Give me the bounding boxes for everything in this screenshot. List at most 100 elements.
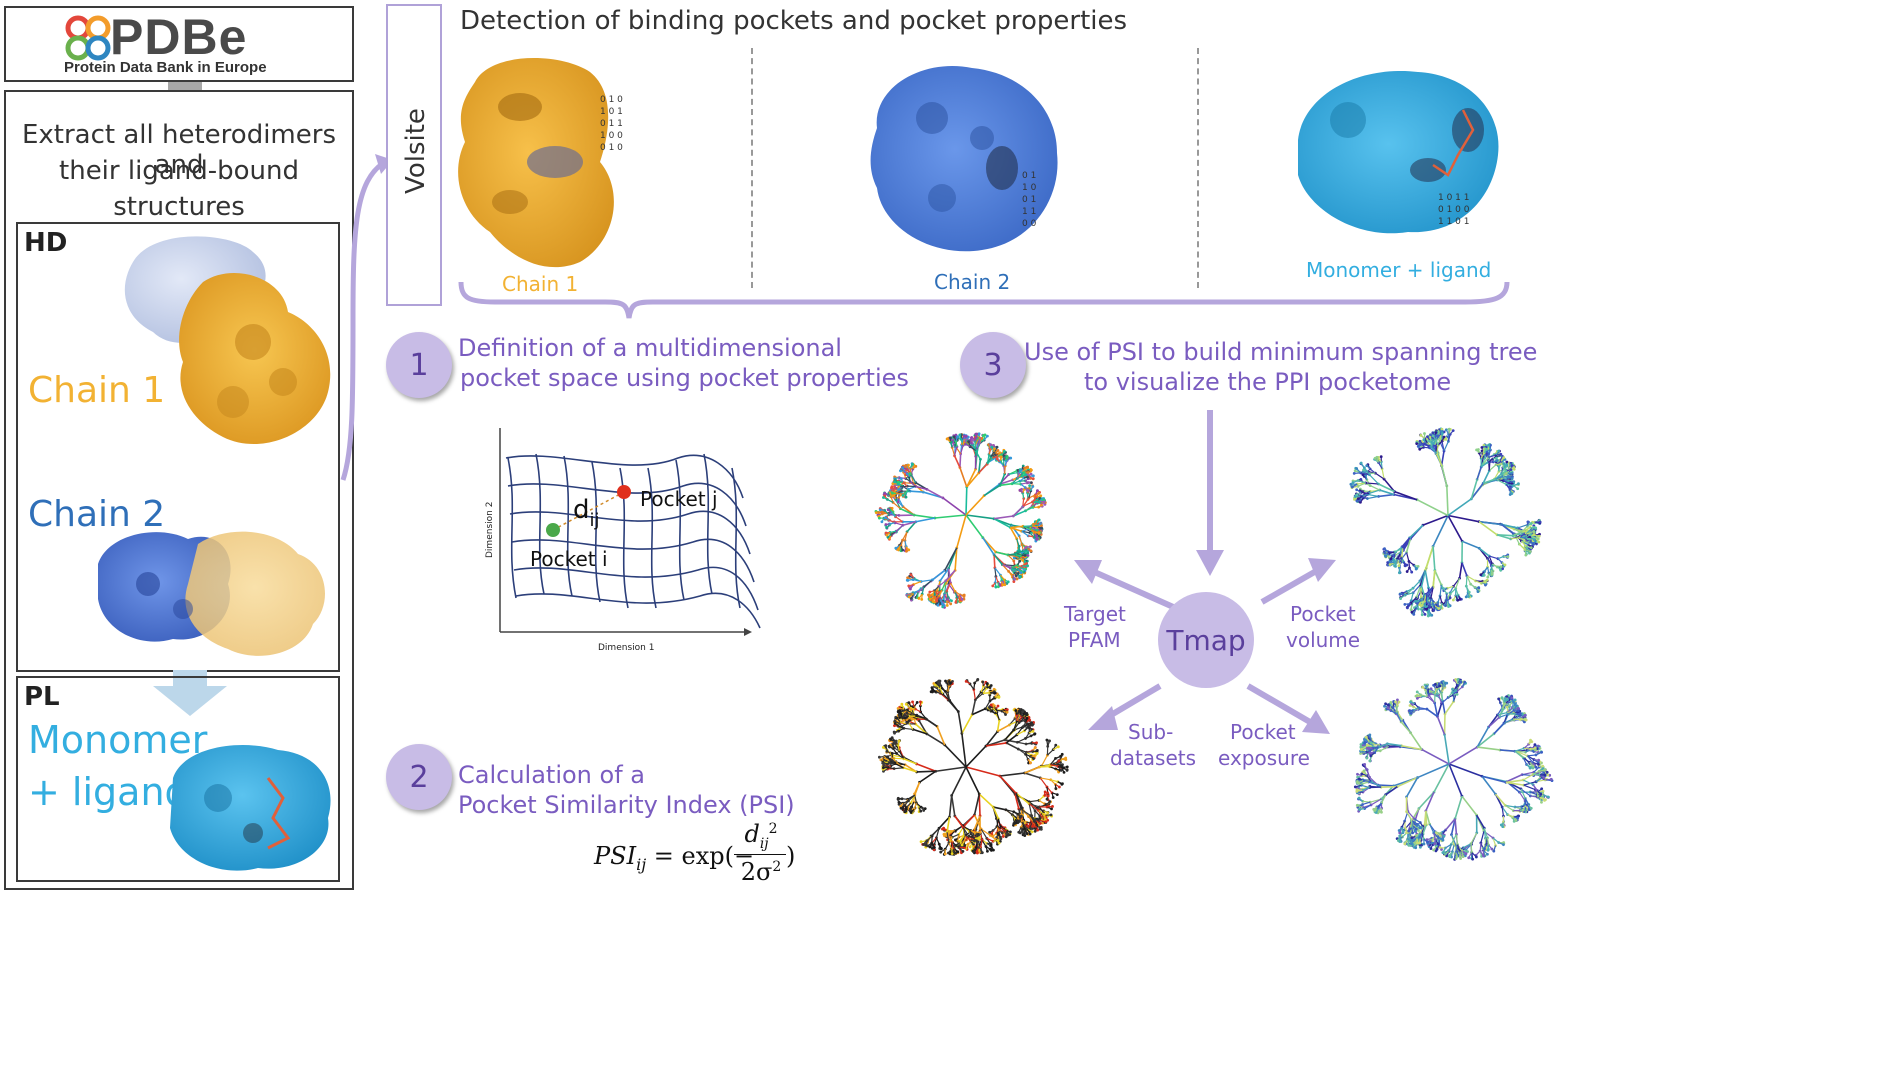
tree-node: [1499, 453, 1502, 456]
tree-branch: [916, 518, 935, 522]
tree-branch: [1442, 451, 1444, 466]
tree-node: [902, 494, 905, 497]
tree-node: [951, 852, 954, 855]
tree-node: [946, 438, 949, 441]
tree-node: [1432, 435, 1435, 438]
tree-node: [1467, 595, 1470, 598]
tree-node: [882, 746, 885, 749]
monomer-ligand-protein-image: [158, 738, 338, 878]
tree-node: [1415, 568, 1418, 571]
tree-node: [1000, 456, 1003, 459]
tree-node: [882, 496, 885, 499]
tree-node: [884, 744, 887, 747]
tree-node: [1418, 448, 1421, 451]
tree-node: [906, 579, 909, 582]
tree-branch: [943, 498, 966, 515]
tree-node: [954, 852, 957, 855]
tree-branch: [1460, 563, 1462, 579]
tree-branch: [974, 794, 979, 815]
tree-node: [1486, 576, 1489, 579]
y-axis-label: Dimension 2: [485, 502, 495, 558]
tree-branch: [1370, 486, 1380, 490]
tree-node: [931, 847, 934, 850]
tree-node: [900, 477, 903, 480]
tree-branch: [960, 468, 967, 487]
tree-branch: [952, 767, 966, 796]
tree-node: [1013, 578, 1016, 581]
tree-node: [1530, 546, 1533, 549]
tree-node: [1428, 606, 1431, 609]
tree-node: [1419, 440, 1422, 443]
tree-node: [978, 432, 981, 435]
tree-node: [1505, 463, 1508, 466]
tree-node: [1365, 464, 1368, 467]
tree-node: [1441, 432, 1444, 435]
tree-node: [1066, 768, 1069, 771]
tree-node: [1002, 835, 1005, 838]
tree-node: [1023, 833, 1026, 836]
tree-node: [890, 486, 893, 489]
tree-node: [1031, 830, 1034, 833]
tree-node: [1021, 559, 1024, 562]
tree-node: [906, 473, 909, 476]
tree-node: [928, 591, 931, 594]
tree-node: [961, 844, 964, 847]
tree-branch: [1000, 776, 1016, 793]
tree-node: [973, 840, 976, 843]
tree-node: [1057, 745, 1060, 748]
tree-node: [1517, 482, 1520, 485]
tree-node: [1036, 537, 1039, 540]
tree-node: [1025, 546, 1028, 549]
tree-node: [1355, 488, 1358, 491]
tree-node: [1016, 577, 1019, 580]
tree-node: [927, 594, 930, 597]
tree-node: [1017, 572, 1020, 575]
tree-node: [1029, 833, 1032, 836]
tree-node: [909, 472, 912, 475]
tree-node: [1384, 555, 1387, 558]
tree-node: [1398, 571, 1401, 574]
tree-node: [1019, 816, 1022, 819]
tree-node: [997, 449, 1000, 452]
tree-node: [1485, 448, 1488, 451]
tree-node: [885, 534, 888, 537]
tree-branch: [957, 515, 966, 548]
tree-node: [1537, 538, 1540, 541]
tree-node: [1038, 519, 1041, 522]
tree-node: [1003, 450, 1006, 453]
tree-node: [884, 523, 887, 526]
subdatasets-label-1: Sub-: [1128, 720, 1173, 744]
tree-node: [1447, 605, 1450, 608]
tree-node: [1422, 438, 1425, 441]
tree-node: [906, 576, 909, 579]
tree-branch: [1421, 588, 1422, 601]
tree-node: [944, 852, 947, 855]
tree-node: [1047, 794, 1050, 797]
tree-node: [1034, 830, 1037, 833]
tree-node: [990, 446, 993, 449]
subdatasets-label-2: datasets: [1110, 746, 1196, 770]
tree-node: [976, 841, 979, 844]
tree-node: [922, 809, 925, 812]
tree-node: [1389, 563, 1392, 566]
tree-node: [1058, 759, 1061, 762]
tree-branch: [1435, 570, 1442, 585]
separator-line: [1197, 48, 1199, 288]
tree-node: [1027, 489, 1030, 492]
tree-node: [1040, 524, 1043, 527]
formula-num-sub: ij: [760, 836, 769, 852]
tree-node: [1510, 472, 1513, 475]
tree-node: [979, 831, 982, 834]
tree-node: [1419, 434, 1422, 437]
tree-node: [988, 831, 991, 834]
tree-node: [963, 435, 966, 438]
tree-node: [1533, 533, 1536, 536]
tree-node: [1043, 501, 1046, 504]
tree-node: [897, 501, 900, 504]
tree-node: [1415, 442, 1418, 445]
tree-node: [1020, 469, 1023, 472]
tree-branch: [920, 771, 936, 782]
tree-branch: [996, 552, 1008, 555]
tmap-tree-subdatasets: [846, 652, 1086, 882]
pocket-i-point: [546, 523, 560, 537]
